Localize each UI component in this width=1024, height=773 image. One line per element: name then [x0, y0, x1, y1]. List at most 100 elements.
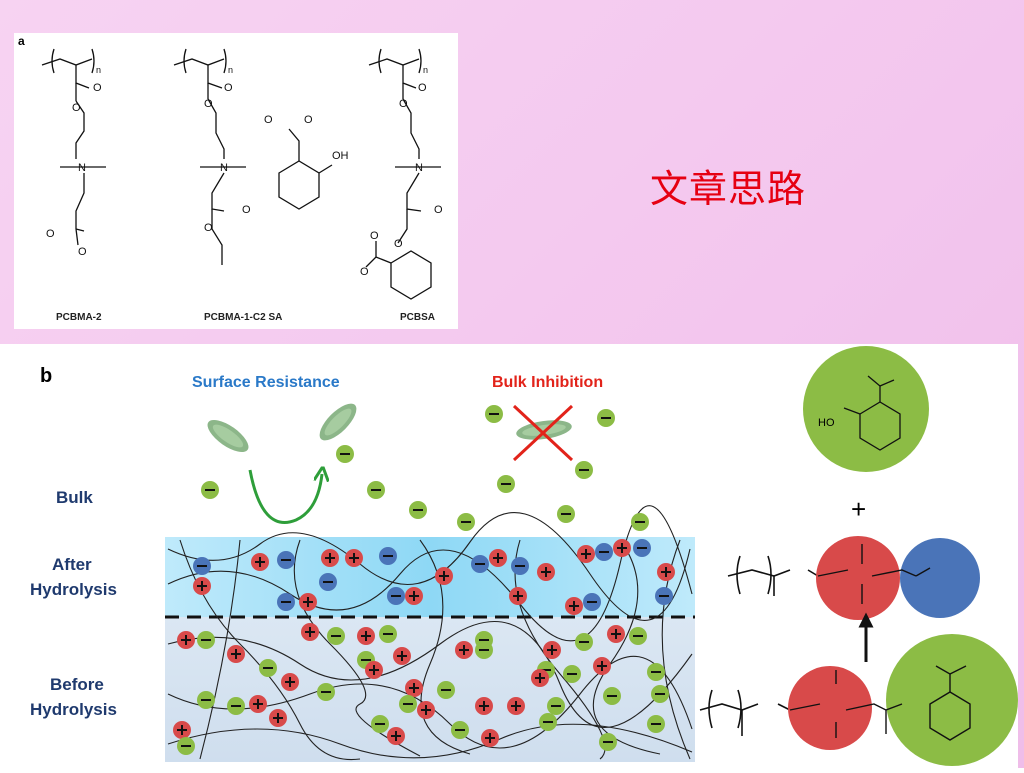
negative-charge-icon	[655, 587, 673, 605]
oxygen-atom: O	[418, 82, 427, 94]
negative-charge-icon	[451, 721, 469, 739]
negative-charge-icon	[197, 631, 215, 649]
repeat-unit-n: n	[96, 65, 101, 75]
positive-charge-icon	[321, 549, 339, 567]
negative-charge-icon	[259, 659, 277, 677]
negative-charge-icon	[647, 663, 665, 681]
positive-charge-icon	[507, 697, 525, 715]
polymer-chain	[199, 539, 241, 760]
negative-charge-icon	[497, 475, 515, 493]
oxygen-atom: O	[370, 230, 379, 242]
positive-charge-icon	[577, 545, 595, 563]
carboxylate-circle	[900, 538, 980, 618]
positive-charge-icon	[405, 587, 423, 605]
negative-charge-icon	[651, 685, 669, 703]
negative-charge-icon	[631, 513, 649, 531]
polymer-chain	[167, 621, 693, 728]
structure-label-1: PCBMA-2	[56, 312, 102, 323]
salicylate-ester-circle	[886, 634, 1018, 766]
oxygen-atom: O	[394, 238, 403, 250]
nitrogen-cation: N	[415, 162, 423, 174]
hydrolyzed-molecule	[727, 536, 980, 620]
mechanism-svg: b Surface Resistance Bulk Inhibition Bul…	[30, 346, 1018, 766]
negative-charge-icon	[583, 593, 601, 611]
zone-label-after-2: Hydrolysis	[30, 580, 117, 599]
polymer-chain	[167, 723, 693, 759]
negative-charge-icon	[563, 665, 581, 683]
negative-charge-icon	[367, 481, 385, 499]
surface-resistance-title: Surface Resistance	[192, 374, 340, 391]
hydroxyl-label: HO	[818, 417, 835, 429]
oxygen-atom: O	[242, 204, 251, 216]
positive-charge-icon	[251, 553, 269, 571]
negative-charge-icon	[379, 547, 397, 565]
negative-charge-icon	[437, 681, 455, 699]
positive-charge-icon	[227, 645, 245, 663]
oxygen-atom: O	[78, 246, 87, 258]
negative-charge-icon	[647, 715, 665, 733]
positive-charge-icon	[269, 709, 287, 727]
quaternary-ammonium-circle	[816, 536, 900, 620]
oxygen-atom: O	[72, 102, 81, 114]
panel-b-mechanism: b Surface Resistance Bulk Inhibition Bul…	[0, 344, 1018, 768]
oxygen-atom: O	[46, 228, 55, 240]
structure-label-2: PCBMA-1-C2 SA	[204, 312, 282, 323]
positive-charge-icon	[365, 661, 383, 679]
positive-charge-icon	[173, 721, 191, 739]
negative-charge-icon	[471, 555, 489, 573]
negative-charge-icon	[201, 481, 219, 499]
negative-charge-icon	[557, 505, 575, 523]
structure-pcbsa	[365, 48, 441, 300]
negative-charge-icon	[633, 539, 651, 557]
bacterium-icon	[319, 403, 357, 441]
positive-charge-icon	[475, 697, 493, 715]
positive-charge-icon	[435, 567, 453, 585]
zone-label-before-2: Hydrolysis	[30, 700, 117, 719]
structure-label-3: PCBSA	[400, 312, 435, 323]
negative-charge-icon	[599, 733, 617, 751]
nitrogen-cation: N	[220, 162, 228, 174]
negative-charge-icon	[539, 713, 557, 731]
negative-charge-icon	[379, 625, 397, 643]
negative-charge-icon	[603, 687, 621, 705]
negative-charge-icon	[575, 461, 593, 479]
plus-sign: +	[851, 494, 866, 524]
positive-charge-icon	[249, 695, 267, 713]
positive-charge-icon	[543, 641, 561, 659]
positive-charge-icon	[489, 549, 507, 567]
positive-charge-icon	[481, 729, 499, 747]
oxygen-atom: O	[264, 114, 273, 126]
structures-svg: a O O n N O O PCBMA-2	[18, 34, 443, 323]
repeat-unit-n: n	[423, 65, 428, 75]
positive-charge-icon	[345, 549, 363, 567]
positive-charge-icon	[509, 587, 527, 605]
negative-charge-icon	[197, 691, 215, 709]
negative-charge-icon	[547, 697, 565, 715]
positive-charge-icon	[177, 631, 195, 649]
negative-charge-icon	[485, 405, 503, 423]
negative-charge-icon	[387, 587, 405, 605]
negative-charge-icon	[317, 683, 335, 701]
negative-charge-icon	[277, 593, 295, 611]
positive-charge-icon	[405, 679, 423, 697]
oxygen-atom: O	[204, 98, 213, 110]
structure-pcbma-2	[41, 48, 106, 246]
positive-charge-icon	[531, 669, 549, 687]
nitrogen-cation: N	[78, 162, 86, 174]
oxygen-atom: O	[304, 114, 313, 126]
positive-charge-icon	[357, 627, 375, 645]
oxygen-atom: O	[434, 204, 443, 216]
repeat-unit-n: n	[228, 65, 233, 75]
positive-charge-icon	[299, 593, 317, 611]
negative-charge-icon	[511, 557, 529, 575]
negative-charge-icon	[177, 737, 195, 755]
bacterium-icon	[207, 419, 249, 453]
oxygen-atom: O	[399, 98, 408, 110]
positive-charge-icon	[193, 577, 211, 595]
positive-charge-icon	[657, 563, 675, 581]
salicylate-circle-top: HO	[803, 346, 929, 472]
positive-charge-icon	[393, 647, 411, 665]
zone-label-bulk: Bulk	[56, 488, 93, 507]
positive-charge-icon	[607, 625, 625, 643]
